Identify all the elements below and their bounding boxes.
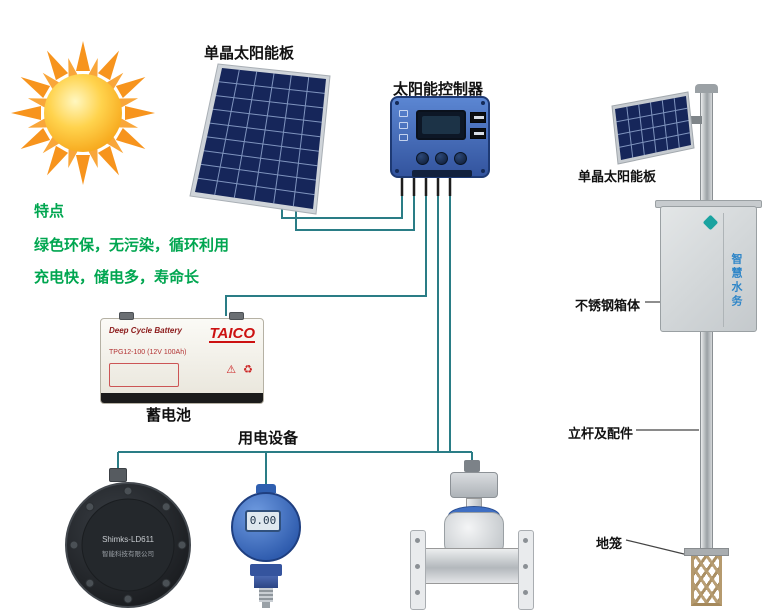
- flange-bolt: [523, 538, 528, 543]
- label-load-devices: 用电设备: [238, 430, 299, 447]
- pole-cap: [695, 84, 718, 93]
- meter-pipe-section: [422, 548, 522, 584]
- features-line1: 绿色环保，无污染，循环利用: [34, 237, 230, 254]
- battery-status-icon: [399, 122, 408, 129]
- label-pointer-lines: [625, 301, 699, 556]
- sensor-bolts: [69, 486, 187, 604]
- cabinet-door-seam: [723, 213, 724, 327]
- flange-bolt: [523, 564, 528, 569]
- sun-rays-short: [27, 57, 139, 169]
- meter-left-flange: [410, 530, 426, 610]
- meter-cable-connector: [464, 460, 480, 472]
- battery-brand-text: TAICO: [209, 325, 255, 343]
- pole-solar-panel: [611, 91, 695, 165]
- pole-base-flange: [684, 548, 729, 556]
- panel-grid: [197, 69, 325, 207]
- sensor-cable-gland: [109, 468, 127, 482]
- screw-icon: [481, 101, 485, 105]
- battery-base: [101, 393, 263, 403]
- flange-bolt: [415, 564, 420, 569]
- battery-spec-text: TPG12-100 (12V 100Ah): [109, 349, 187, 356]
- sensor-model-text: Shimks-LD611: [102, 535, 154, 544]
- sensor-maker-text: 智能科技有限公司: [102, 549, 154, 558]
- flange-bolt: [415, 590, 420, 595]
- sun-illustration: [11, 41, 155, 185]
- lcd-display-area: [422, 116, 460, 134]
- sun-body: [44, 74, 122, 152]
- label-solar-controller: 太阳能控制器: [393, 81, 484, 98]
- sun-rays: [11, 41, 155, 185]
- warning-recycle-icons: ⚠ ♻: [226, 364, 255, 376]
- down-button[interactable]: [454, 152, 467, 165]
- controller-lcd: [416, 110, 466, 140]
- main-solar-panel: [189, 63, 331, 215]
- cabinet-side-text: 智慧水务: [730, 253, 742, 309]
- battery-notice-box: [109, 363, 179, 387]
- flange-bolt: [415, 538, 420, 543]
- power-wires: [117, 196, 473, 486]
- pressure-transmitter: 0.00: [228, 484, 304, 610]
- label-ground-cage: 地笼: [596, 536, 623, 551]
- transmitter-hex-nut: [254, 576, 278, 588]
- features-line2: 充电快，储电多，寿命长: [34, 269, 200, 286]
- panel-cells: [195, 68, 326, 209]
- up-button[interactable]: [435, 152, 448, 165]
- flange-bolt: [523, 590, 528, 595]
- ground-cage: [691, 556, 722, 606]
- transmitter-threaded-stem: [259, 588, 273, 602]
- sensor-lid: [81, 498, 175, 592]
- battery-terminal-positive: [119, 312, 134, 320]
- solar-controller: [390, 96, 490, 178]
- usb-port: [470, 128, 486, 139]
- label-main-solar-panel: 单晶太阳能板: [204, 45, 295, 62]
- panel-bracket: [684, 116, 702, 124]
- menu-button[interactable]: [416, 152, 429, 165]
- battery-series-text: Deep Cycle Battery: [109, 326, 182, 335]
- label-pole-accessories: 立杆及配件: [568, 426, 634, 441]
- screw-icon: [395, 101, 399, 105]
- meter-junction-box: [450, 472, 498, 498]
- label-battery: 蓄电池: [146, 407, 192, 424]
- flow-meter: [410, 458, 534, 612]
- battery-terminal-negative: [229, 312, 244, 320]
- transmitter-cap: [256, 484, 276, 493]
- screw-icon: [395, 169, 399, 173]
- level-sensor-device: Shimks-LD611 智能科技有限公司: [65, 482, 191, 608]
- transmitter-display: 0.00: [245, 510, 281, 532]
- features-title: 特点: [34, 203, 65, 220]
- label-steel-cabinet: 不锈钢箱体: [575, 298, 641, 313]
- terminal-strip: [412, 170, 472, 177]
- label-pole-solar-panel: 单晶太阳能板: [578, 169, 657, 184]
- meter-right-flange: [518, 530, 534, 610]
- cabinet-logo: [702, 214, 719, 231]
- battery: Deep Cycle Battery TAICO TPG12-100 (12V …: [100, 312, 264, 404]
- usb-port: [470, 112, 486, 123]
- panel-status-icon: [399, 110, 408, 117]
- steel-cabinet: 智慧水务: [660, 206, 757, 332]
- screw-icon: [481, 169, 485, 173]
- transmitter-probe-tip: [262, 602, 270, 608]
- panel-grid: [616, 98, 690, 158]
- load-status-icon: [399, 134, 408, 141]
- transmitter-neck: [250, 564, 282, 576]
